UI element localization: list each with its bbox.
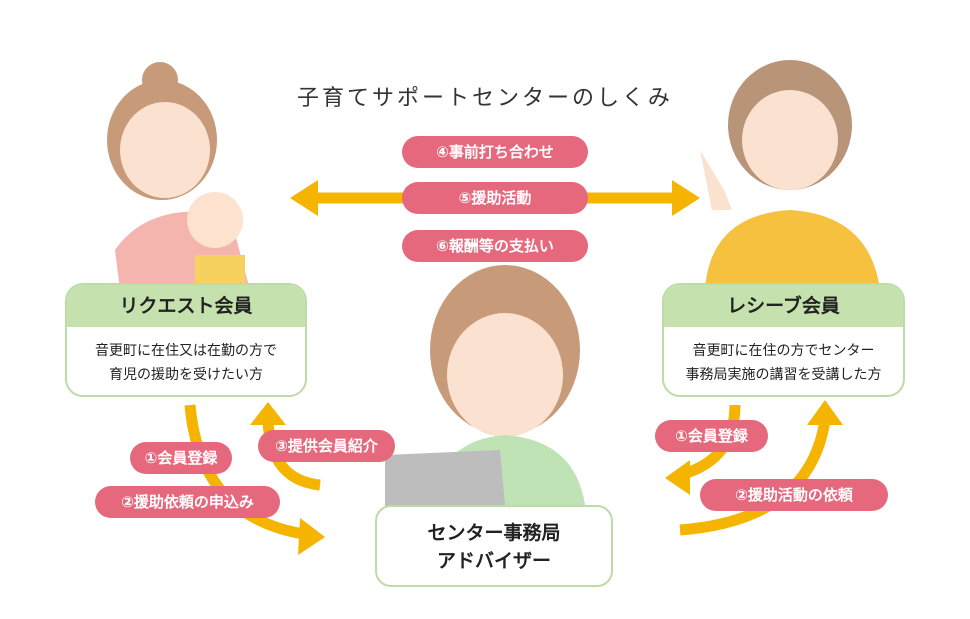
pill-pre-meeting: ④事前打ち合わせ bbox=[402, 136, 588, 168]
request-member-box: リクエスト会員 音更町に在住又は在勤の方で 育児の援助を受けたい方 bbox=[65, 283, 307, 397]
receive-member-desc-2: 事務局実施の講習を受講した方 bbox=[685, 367, 882, 383]
pill-right-registration: ①会員登録 bbox=[655, 420, 768, 452]
mother-illustration bbox=[107, 62, 250, 290]
advisor-illustration bbox=[385, 265, 585, 510]
request-member-desc-1: 音更町に在住又は在勤の方で bbox=[95, 343, 277, 359]
center-office-box: センター事務局 アドバイザー bbox=[375, 505, 613, 587]
center-advisor-title: アドバイザー bbox=[436, 550, 551, 572]
request-member-desc-2: 育児の援助を受けたい方 bbox=[109, 367, 263, 383]
pill-payment: ⑥報酬等の支払い bbox=[402, 230, 588, 262]
diagram-title: 子育てサポートセンターのしくみ bbox=[297, 86, 673, 111]
receive-member-illustration bbox=[700, 60, 880, 290]
pill-activity-request: ②援助活動の依頼 bbox=[700, 479, 888, 511]
pill-support-activity: ⑤援助活動 bbox=[402, 182, 588, 214]
receive-member-title: レシーブ会員 bbox=[664, 285, 903, 327]
receive-member-desc-1: 音更町に在住の方でセンター bbox=[692, 343, 875, 359]
pill-support-request: ②援助依頼の申込み bbox=[95, 486, 280, 518]
request-member-title: リクエスト会員 bbox=[67, 285, 305, 327]
center-office-title: センター事務局 bbox=[427, 522, 561, 544]
pill-left-registration: ①会員登録 bbox=[130, 442, 232, 474]
pill-introduce-provider: ③提供会員紹介 bbox=[258, 430, 395, 462]
receive-member-box: レシーブ会員 音更町に在住の方でセンター 事務局実施の講習を受講した方 bbox=[662, 283, 905, 397]
